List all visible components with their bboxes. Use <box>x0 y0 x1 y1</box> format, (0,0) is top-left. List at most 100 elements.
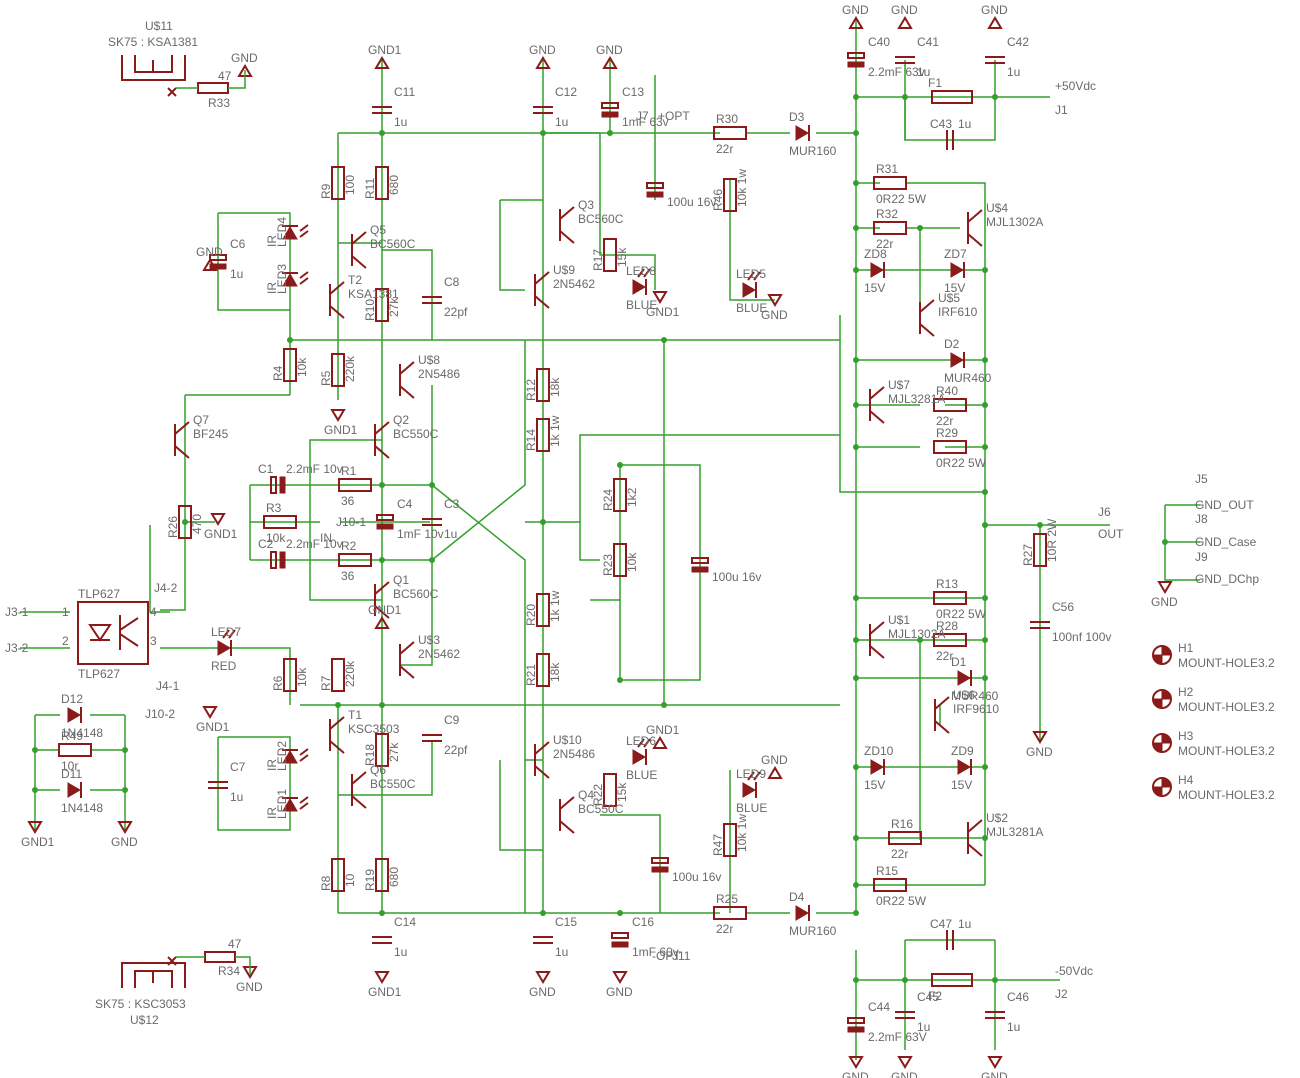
ground-symbol: GND <box>981 3 1008 29</box>
ground-symbol: GND <box>596 43 623 69</box>
diode-value: BLUE <box>736 301 767 315</box>
diode-ref: D2 <box>944 337 960 351</box>
transistor-part: BC550C <box>578 802 624 816</box>
capacitor-value: 1u <box>394 945 407 959</box>
heatsink-2-name: U$12 <box>130 1013 159 1027</box>
resistor-value: 18k <box>548 377 562 397</box>
ground-label: GND <box>606 985 633 999</box>
capacitor-value: 1u <box>230 790 243 804</box>
r34-ref: R34 <box>218 964 240 978</box>
capacitor-c-q3: 100u 16v <box>646 182 716 209</box>
ground-label: GND <box>981 3 1008 17</box>
transistor-part: BC550C <box>370 777 416 791</box>
capacitor-ref: C56 <box>1052 600 1074 614</box>
diode-ref: D12 <box>61 692 83 706</box>
ground-label: GND1 <box>368 43 402 57</box>
transistor-ref: T2 <box>348 273 362 287</box>
h2-type: MOUNT-HOLE3.2 <box>1178 700 1275 714</box>
ground-label: GND1 <box>196 720 230 734</box>
capacitor-value: 1u <box>555 945 568 959</box>
resistor-value: 27k <box>387 742 401 762</box>
resistor-value: 22r <box>936 649 953 663</box>
ground-symbol: GND <box>529 971 556 999</box>
resistor-ref: R10 <box>363 299 377 321</box>
junction-dot <box>617 910 623 916</box>
resistor-ref: R3 <box>266 501 282 515</box>
junction-dot <box>379 910 385 916</box>
j11: J11 <box>672 949 691 963</box>
resistor-ref: R30 <box>716 112 738 126</box>
capacitor-ref: C9 <box>444 713 460 727</box>
fuse-f2: F2 <box>928 973 973 1003</box>
h1-name: H1 <box>1178 641 1194 655</box>
capacitor-ref: C2 <box>258 537 274 551</box>
diode-value: IR <box>265 759 279 771</box>
ground-symbol: GND <box>196 245 223 271</box>
junction-dot <box>853 180 859 186</box>
gnd-dchp-label: GND_DChp <box>1195 572 1259 586</box>
ground-symbol: GND1 <box>196 706 230 734</box>
junction-dot <box>902 94 908 100</box>
junction-dot <box>853 225 859 231</box>
gnd-out-label: GND_OUT <box>1195 498 1254 512</box>
capacitor-value: 1mF 10v <box>397 527 444 541</box>
diode-value: BLUE <box>626 298 657 312</box>
resistor-ref: R11 <box>363 178 377 199</box>
resistor-ref: R28 <box>936 619 958 633</box>
resistor-value: 10k 1w <box>735 169 749 207</box>
ground-label: GND1 <box>646 723 680 737</box>
resistor-value: 15k <box>615 247 629 267</box>
resistor-ref: R16 <box>891 817 913 831</box>
ground-symbol: GND <box>891 1056 918 1078</box>
junction-dot <box>661 337 667 343</box>
diode-ref: D3 <box>789 110 805 124</box>
transistor-part: MJL3281A <box>986 825 1043 839</box>
ground-label: GND <box>196 245 223 259</box>
ground-label: GND <box>231 51 258 65</box>
junction-dot <box>379 702 385 708</box>
capacitor-value: 1u <box>1007 65 1020 79</box>
wires <box>20 20 1200 1060</box>
transistor-ref: Q2 <box>393 413 409 427</box>
resistor-value: 15k <box>615 782 629 802</box>
resistor-ref: R49 <box>61 729 83 743</box>
capacitor-ref: C40 <box>868 35 890 49</box>
capacitor-value: 100u 16v <box>672 870 721 884</box>
junction-dot <box>661 702 667 708</box>
ground-label: GND1 <box>368 603 402 617</box>
transistor-part: KSA1381 <box>348 287 399 301</box>
capacitor-value: 1u <box>555 115 568 129</box>
resistor-ref: R4 <box>271 365 285 381</box>
j7: J7 <box>636 109 649 123</box>
resistor-ref: R8 <box>319 875 333 891</box>
